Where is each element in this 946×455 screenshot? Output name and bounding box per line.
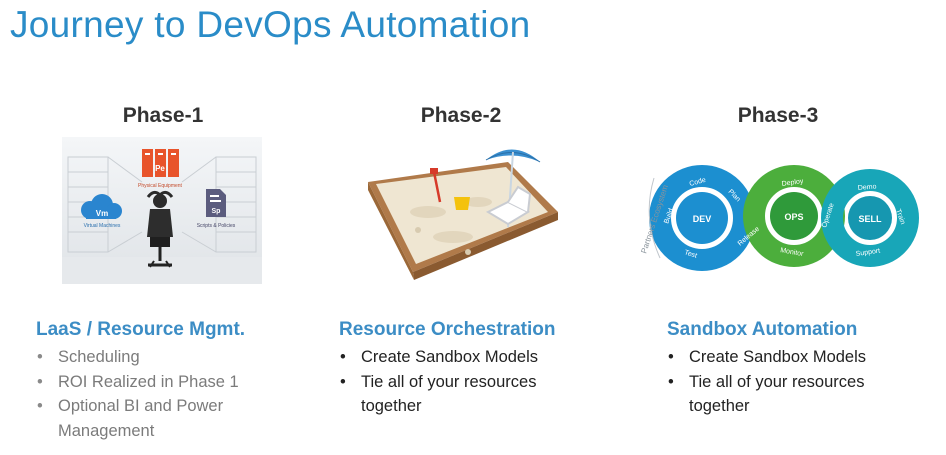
loop-train: Train <box>894 208 906 225</box>
phase-3-heading: Sandbox Automation <box>667 319 858 340</box>
phase-2-title: Phase-2 <box>420 104 502 127</box>
list-item: Scheduling <box>34 345 239 370</box>
loop-deploy: Deploy <box>781 178 804 188</box>
virtual-machines-label: Virtual Machines <box>84 223 121 229</box>
vm-label: Vm <box>96 209 108 218</box>
phase-1-bullets: Scheduling ROI Realized in Phase 1 Optio… <box>34 345 239 443</box>
phase-2-illustration <box>368 149 558 280</box>
pe-label: Pe <box>155 164 165 173</box>
dev-label: DEV <box>693 214 712 224</box>
beach-chair-icon <box>485 185 532 226</box>
list-item-continuation: together <box>361 397 422 415</box>
loop-test: Test <box>683 249 697 260</box>
shovel-icon <box>432 171 442 203</box>
phase-1-illustration: Pe Physical Equipment Vm Virtual Machine… <box>62 137 262 284</box>
list-item-continuation: together <box>689 397 750 415</box>
phase-3-title: Phase-3 <box>737 104 819 127</box>
phase-2-heading: Resource Orchestration <box>339 319 556 340</box>
cloud-icon <box>81 194 122 219</box>
phase-1-heading: LaaS / Resource Mgmt. <box>36 319 246 340</box>
loop-code: Code <box>689 177 707 188</box>
phase-3-illustration: DEV OPS SELL Partners Ecosystem Build Co… <box>639 165 919 271</box>
phase-3-bullets: Create Sandbox Models Tie all of your re… <box>665 345 866 419</box>
person-figure <box>146 190 174 268</box>
list-item: Create Sandbox Models <box>665 345 866 370</box>
loop-support: Support <box>855 248 880 258</box>
phase-2-bullets: Create Sandbox Models Tie all of your re… <box>337 345 538 419</box>
phase-1-title: Phase-1 <box>122 104 204 127</box>
scripts-policies-label: Scripts & Policies <box>197 223 236 229</box>
sell-label: SELL <box>858 214 882 224</box>
list-item: Create Sandbox Models <box>337 345 538 370</box>
sp-label: Sp <box>212 208 221 215</box>
document-icon <box>206 189 226 217</box>
server-icon <box>142 149 179 177</box>
list-item: ROI Realized in Phase 1 <box>34 370 239 395</box>
physical-equipment-label: Physical Equipment <box>138 183 183 189</box>
loop-build: Build <box>663 208 675 225</box>
sell-ring <box>821 169 919 267</box>
loop-demo: Demo <box>858 183 877 192</box>
list-item: Tie all of your resources <box>337 370 538 395</box>
ops-label: OPS <box>784 212 803 222</box>
list-item: Optional BI and Power <box>34 394 239 419</box>
list-item-continuation: Management <box>58 421 155 440</box>
page-title: Journey to DevOps Automation <box>10 4 531 45</box>
bucket-icon <box>454 197 470 210</box>
list-item: Tie all of your resources <box>665 370 866 395</box>
loop-monitor: Monitor <box>780 247 805 258</box>
